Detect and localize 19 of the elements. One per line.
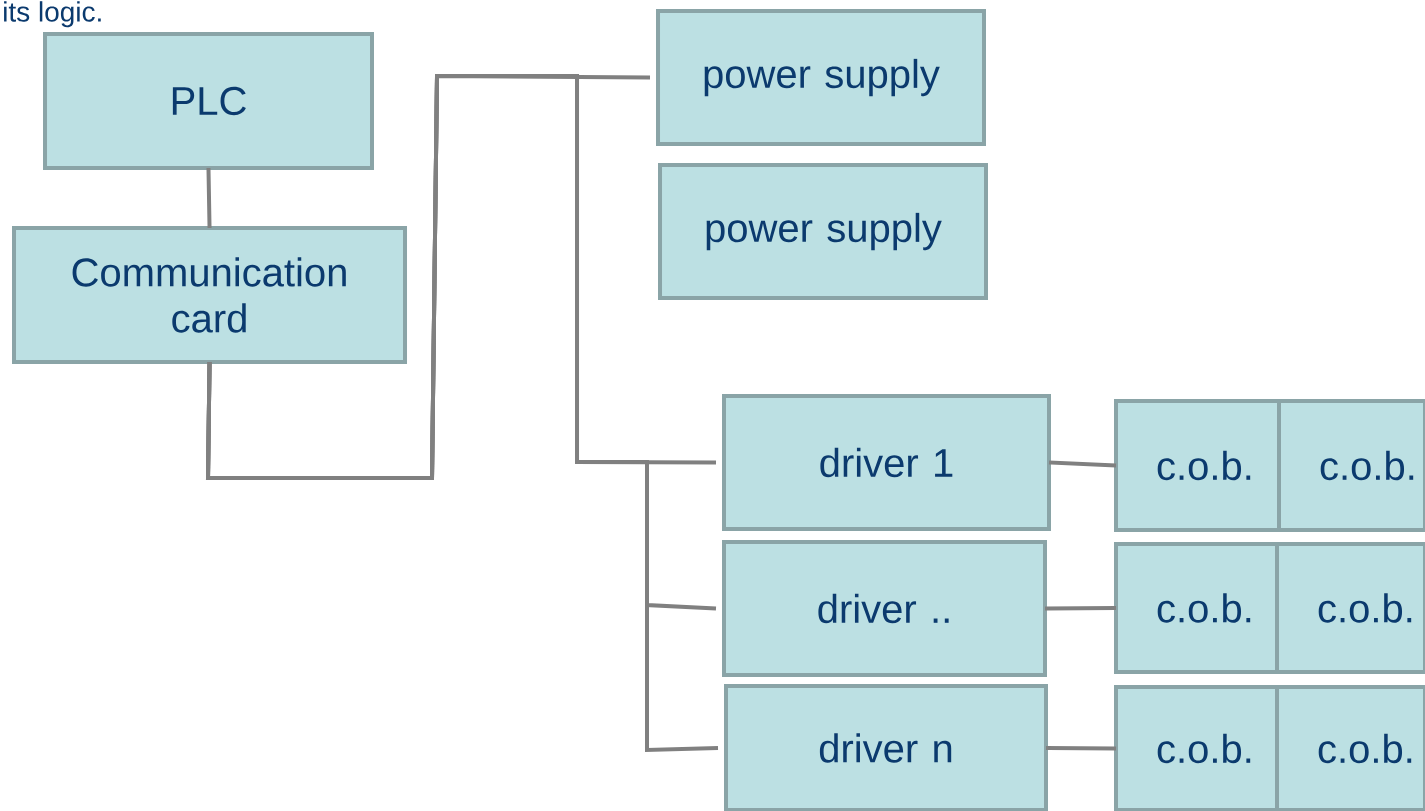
driver-box: driver .. xyxy=(722,540,1047,677)
driver-box: driver 1 xyxy=(722,394,1051,531)
board-box: c.o.b. xyxy=(1277,399,1425,532)
power-supply-box: power supply xyxy=(656,9,986,146)
connector-line xyxy=(1045,606,1116,611)
connector-line xyxy=(206,168,212,228)
connector-line xyxy=(1046,746,1116,751)
board-box: c.o.b. xyxy=(1275,542,1425,674)
board-box: c.o.b. xyxy=(1114,542,1279,674)
connector-line xyxy=(206,74,718,753)
controller-box: Communication card xyxy=(12,226,407,364)
caption-text: its logic. xyxy=(4,1,101,28)
connector-line xyxy=(1049,460,1116,468)
power-supply-box: power supply xyxy=(658,163,988,300)
board-box: c.o.b. xyxy=(1114,685,1279,811)
driver-box: driver n xyxy=(724,684,1048,811)
board-box: c.o.b. xyxy=(1275,685,1425,811)
board-box: c.o.b. xyxy=(1114,399,1281,532)
controller-box: PLC xyxy=(43,32,374,170)
